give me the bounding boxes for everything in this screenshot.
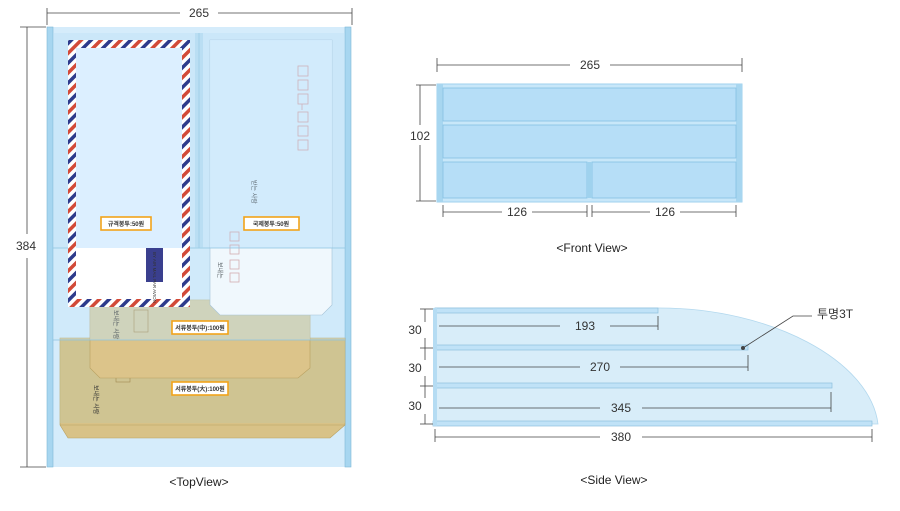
label-international: 국제봉투:50원 xyxy=(243,216,300,231)
side-gap-label-1: 30 xyxy=(408,323,422,337)
front-width-dimension xyxy=(436,58,743,72)
svg-text:서류봉투(大):100원: 서류봉투(大):100원 xyxy=(175,385,225,393)
side-view-caption: <Side View> xyxy=(580,473,647,487)
svg-text:보내는 사람: 보내는 사람 xyxy=(92,385,100,415)
material-callout: 투명3T xyxy=(741,307,854,350)
side-base xyxy=(432,420,873,427)
label-document-medium: 서류봉투(中):100원 xyxy=(171,320,229,335)
side-depth-dimensions xyxy=(439,316,832,412)
svg-text:BY AIR MAIL PAR AVION: BY AIR MAIL PAR AVION xyxy=(152,252,157,303)
side-depth-label-1: 193 xyxy=(575,319,595,333)
top-view: 265 384 보내는 사람 보내는 사람 xyxy=(16,6,353,489)
case-left-rail xyxy=(46,26,54,468)
side-gap-label-3: 30 xyxy=(408,399,422,413)
side-shelf-2 xyxy=(434,344,749,351)
svg-text:보내는: 보내는 xyxy=(216,262,224,279)
label-document-large: 서류봉투(大):100원 xyxy=(171,381,229,396)
side-view: 193 270 345 30 30 30 380 투명3T xyxy=(408,307,879,487)
side-gap-label-2: 30 xyxy=(408,361,422,375)
side-total-dimension xyxy=(434,429,873,442)
airmail-envelope: BY AIR MAIL PAR AVION xyxy=(68,40,190,307)
front-right-label: 126 xyxy=(655,205,675,219)
svg-text:서류봉투(中):100원: 서류봉투(中):100원 xyxy=(175,324,225,332)
front-shelf-3-left xyxy=(442,161,588,199)
svg-text:규격봉투:50원: 규격봉투:50원 xyxy=(108,220,144,228)
side-gap-dimensions xyxy=(420,308,433,425)
top-height-dimension xyxy=(20,26,46,468)
side-shelf-1 xyxy=(434,307,659,314)
front-bottom-dimension xyxy=(442,205,737,217)
front-height-label: 102 xyxy=(410,129,430,143)
svg-text:보내는 사람: 보내는 사람 xyxy=(112,310,120,340)
airmail-stamp: BY AIR MAIL PAR AVION xyxy=(146,248,163,303)
side-back-wall xyxy=(433,308,437,426)
side-shelf-3 xyxy=(434,382,833,389)
front-view: 265 102 126 126 <Front View> xyxy=(410,58,743,255)
front-shelf-1 xyxy=(442,87,737,122)
side-panel xyxy=(434,307,879,425)
front-view-caption: <Front View> xyxy=(556,241,627,255)
label-airmail: 규격봉투:50원 xyxy=(100,216,152,231)
front-left-label: 126 xyxy=(507,205,527,219)
top-width-label: 265 xyxy=(189,6,209,20)
front-shelf-2 xyxy=(442,124,737,159)
front-shelf-3-right xyxy=(591,161,737,199)
top-width-dimension xyxy=(46,8,353,25)
side-total-label: 380 xyxy=(611,430,631,444)
side-depth-label-3: 345 xyxy=(611,401,631,415)
international-envelope: 받는 사람 보내는 xyxy=(209,39,333,316)
material-label: 투명3T xyxy=(817,307,854,321)
case-right-rail xyxy=(344,26,352,468)
svg-text:국제봉투:50원: 국제봉투:50원 xyxy=(253,220,289,228)
front-width-label: 265 xyxy=(580,58,600,72)
front-height-dimension xyxy=(416,84,436,202)
postal-code-boxes xyxy=(229,65,309,283)
top-height-label: 384 xyxy=(16,239,36,253)
top-view-caption: <TopView> xyxy=(169,475,228,489)
svg-text:받는 사람: 받는 사람 xyxy=(250,180,258,204)
side-depth-label-2: 270 xyxy=(590,360,610,374)
